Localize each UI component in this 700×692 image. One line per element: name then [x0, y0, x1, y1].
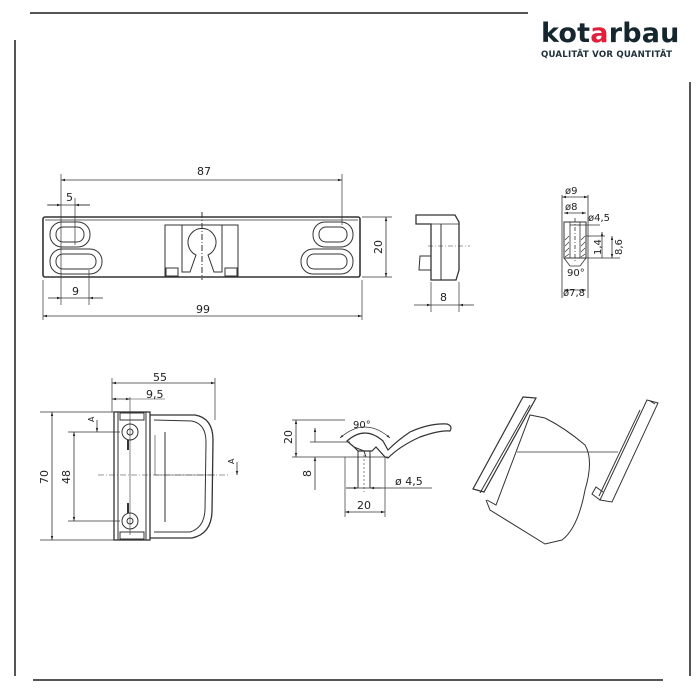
dim-top-87: 87: [197, 165, 211, 178]
isometric-view: [472, 396, 659, 545]
brand-tagline: QUALITÄT VOR QUANTITÄT: [541, 50, 673, 60]
dim-side-8: 8: [440, 291, 447, 304]
brand-prefix: kot: [541, 18, 591, 49]
brand-logo: kotarbau QUALITÄT VOR QUANTITÄT: [541, 20, 691, 61]
dim-hole-d45: ø4,5: [588, 213, 610, 224]
dim-front-95: 9,5: [146, 388, 164, 401]
dim-section-20-width: 20: [357, 499, 371, 512]
screw-hole-detail: [561, 195, 620, 298]
section-label-a-right: A: [227, 458, 236, 464]
frame-left-line: [14, 40, 16, 676]
top-view: [42, 174, 392, 320]
brand-suffix: rbau: [608, 18, 680, 49]
dim-top-99: 99: [196, 303, 210, 316]
brand-name: kotarbau: [541, 20, 691, 48]
section-view: [292, 419, 452, 517]
dim-hole-angle: 90°: [567, 268, 585, 279]
section-label-a-left: A: [87, 416, 96, 422]
dim-section-8: 8: [301, 470, 314, 477]
frame-top-line: [30, 12, 528, 14]
dim-front-48: 48: [60, 470, 73, 484]
dim-front-55: 55: [153, 371, 167, 384]
dim-hole-86: 8,6: [614, 239, 625, 255]
dim-top-20: 20: [372, 240, 385, 254]
side-view: [414, 214, 474, 312]
dim-hole-d9: ø9: [565, 186, 577, 197]
dim-section-bore: ø 4,5: [395, 475, 423, 488]
front-view: [40, 378, 239, 541]
dim-hole-d78: ø7,8: [563, 288, 585, 299]
brand-accent: a: [590, 18, 609, 49]
dim-hole-d8: ø8: [565, 202, 577, 213]
dim-front-70: 70: [38, 470, 51, 484]
frame-bottom-line: [33, 679, 663, 681]
dim-section-20-height: 20: [282, 430, 295, 444]
dim-top-5: 5: [66, 191, 73, 204]
frame-right-line: [689, 82, 691, 676]
dim-section-angle: 90°: [353, 420, 371, 431]
dim-top-9: 9: [72, 285, 79, 298]
dim-hole-14: 1,4: [593, 239, 604, 255]
